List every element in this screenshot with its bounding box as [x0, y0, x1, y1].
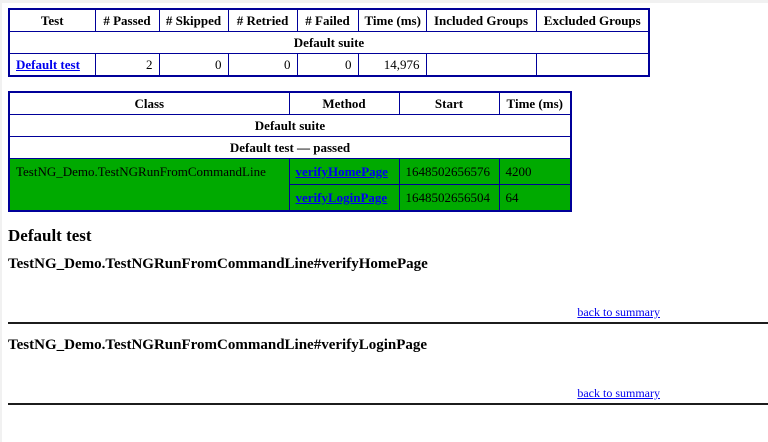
retried-count: 0: [227, 53, 298, 77]
method-time-ms: 64: [498, 184, 572, 212]
col-header-failed: # Failed: [296, 8, 359, 32]
col-header-time: Time (ms): [357, 8, 427, 32]
start-timestamp: 1648502656504: [398, 184, 500, 212]
verify-login-page-link[interactable]: verifyLoginPage: [295, 190, 388, 205]
method-row: TestNG_Demo.TestNGRunFromCommandLine ver…: [8, 158, 572, 212]
col-header-class: Class: [8, 91, 290, 115]
suite-name-row: Default suite: [8, 31, 650, 54]
method-cell: verifyLoginPage: [288, 184, 400, 212]
methods-suite-row: Default suite: [8, 114, 572, 137]
col-header-skipped: # Skipped: [158, 8, 229, 32]
test-name-cell: Default test: [8, 53, 96, 77]
test-detail-title: Default test: [8, 226, 92, 245]
test-summary-row: Default test 2 0 0 0 14,976: [8, 53, 650, 77]
method-detail-heading: TestNG_Demo.TestNGRunFromCommandLine#ver…: [8, 337, 428, 353]
methods-header-row: Class Method Start Time (ms): [8, 91, 572, 115]
default-test-link[interactable]: Default test: [16, 57, 80, 72]
method-time-ms: 4200: [498, 158, 572, 185]
verify-home-page-link[interactable]: verifyHomePage: [295, 164, 388, 179]
back-to-summary-link[interactable]: back to summary: [577, 305, 660, 319]
failed-count: 0: [296, 53, 359, 77]
back-to-summary-link[interactable]: back to summary: [577, 386, 660, 400]
col-header-included-groups: Included Groups: [425, 8, 537, 32]
methods-test-status-label: Default test — passed: [8, 136, 572, 159]
method-row: verifyLoginPage 1648502656504 64: [9, 184, 572, 212]
methods-suite-label: Default suite: [8, 114, 572, 137]
suite-summary-table: Test # Passed # Skipped # Retried # Fail…: [8, 8, 650, 77]
methods-test-status-row: Default test — passed: [8, 136, 572, 159]
method-detail-heading: TestNG_Demo.TestNGRunFromCommandLine#ver…: [8, 256, 428, 272]
included-groups-cell: [425, 53, 537, 77]
suite-name-label: Default suite: [8, 31, 650, 54]
skipped-count: 0: [158, 53, 229, 77]
back-to-summary-line: back to summary: [8, 386, 768, 400]
back-to-summary-line: back to summary: [8, 305, 768, 319]
col-header-method: Method: [288, 91, 400, 115]
start-timestamp: 1648502656576: [398, 158, 500, 185]
window-left-edge: [0, 0, 2, 442]
col-header-start: Start: [398, 91, 500, 115]
excluded-groups-cell: [535, 53, 650, 77]
time-ms-value: 14,976: [357, 53, 427, 77]
window-top-edge: [0, 0, 768, 3]
col-header-passed: # Passed: [94, 8, 160, 32]
summary-header-row: Test # Passed # Skipped # Retried # Fail…: [8, 8, 650, 32]
method-cell: verifyHomePage: [288, 158, 400, 185]
section-divider-rule: [8, 403, 768, 405]
class-name-cell: TestNG_Demo.TestNGRunFromCommandLine: [8, 158, 290, 212]
methods-table: Class Method Start Time (ms) Default sui…: [8, 91, 572, 212]
col-header-test: Test: [8, 8, 96, 32]
col-header-method-time: Time (ms): [498, 91, 572, 115]
passed-count: 2: [94, 53, 160, 77]
report-page: Test # Passed # Skipped # Retried # Fail…: [8, 8, 768, 405]
col-header-excluded-groups: Excluded Groups: [535, 8, 650, 32]
col-header-retried: # Retried: [227, 8, 298, 32]
section-divider-rule: [8, 322, 768, 324]
